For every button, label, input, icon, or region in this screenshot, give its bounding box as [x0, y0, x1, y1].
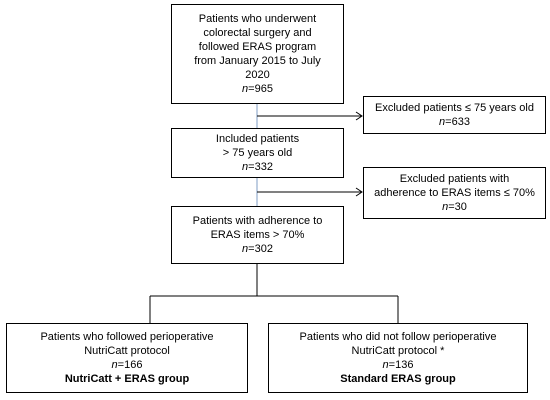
included-count: n=332 — [242, 161, 273, 173]
excluded-age-count: n=633 — [439, 116, 470, 128]
standard-count: n=136 — [382, 359, 414, 371]
box-excluded-age: Excluded patients ≤ 75 years old n=633 — [363, 96, 546, 134]
nutricatt-count: n=166 — [111, 359, 143, 371]
initial-count: n=965 — [242, 83, 273, 95]
included-line-2: > 75 years old — [222, 147, 293, 159]
standard-line-1: Patients who did not follow perioperativ… — [299, 331, 497, 343]
adherence-line-2: ERAS items > 70% — [210, 229, 305, 241]
arrowhead-excluded-age — [355, 111, 363, 121]
box-included-patients: Included patients > 75 years old n=332 — [171, 128, 344, 178]
initial-line-3: followed ERAS program — [198, 41, 317, 53]
arrowhead-excluded-adherence — [355, 187, 363, 197]
nutricatt-line-1: Patients who followed perioperative — [40, 331, 214, 343]
excluded-adherence-count: n=30 — [442, 201, 467, 213]
initial-line-1: Patients who underwent — [198, 13, 317, 25]
initial-line-4: from January 2015 to July — [194, 55, 321, 67]
box-adherence-patients: Patients with adherence to ERAS items > … — [171, 206, 344, 264]
standard-line-2: NutriCatt protocol * — [351, 345, 445, 357]
box-nutricatt-group: Patients who followed perioperative Nutr… — [6, 323, 248, 393]
excluded-adherence-line-1: Excluded patients with — [399, 173, 510, 185]
box-excluded-adherence: Excluded patients with adherence to ERAS… — [363, 167, 546, 219]
excluded-adherence-line-2: adherence to ERAS items ≤ 70% — [374, 187, 535, 199]
box-initial-patients: Patients who underwent colorectal surger… — [171, 4, 344, 104]
nutricatt-group-label: NutriCatt + ERAS group — [64, 373, 190, 385]
excluded-age-line-1: Excluded patients ≤ 75 years old — [375, 102, 534, 114]
adherence-count: n=302 — [242, 243, 273, 255]
adherence-line-1: Patients with adherence to — [192, 215, 323, 227]
box-standard-group: Patients who did not follow perioperativ… — [268, 323, 528, 393]
initial-line-5: 2020 — [245, 69, 270, 81]
standard-group-label: Standard ERAS group — [340, 373, 456, 385]
initial-line-2: colorectal surgery and — [203, 27, 312, 39]
included-line-1: Included patients — [215, 133, 300, 145]
nutricatt-line-2: NutriCatt protocol — [84, 345, 170, 357]
